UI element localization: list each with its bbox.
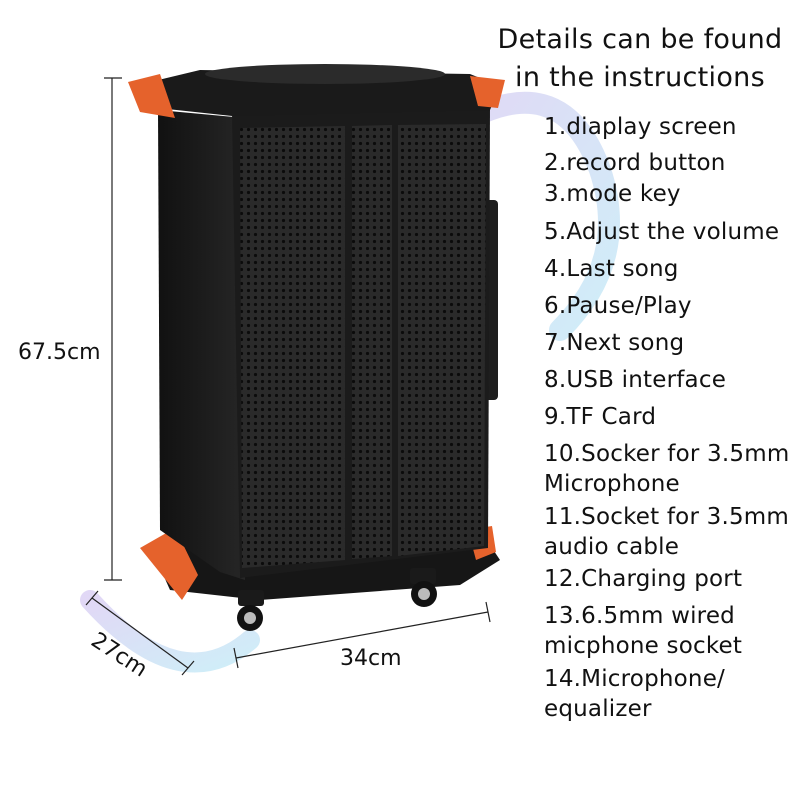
feature-item: 5.Adjust the volume [544, 219, 780, 245]
depth-dimension-line [85, 590, 195, 676]
top-right-handle-bumper [470, 76, 505, 108]
width-dimension-line [233, 601, 491, 669]
feature-item: 4.Last song [544, 256, 679, 282]
height-dimension-line [104, 77, 122, 581]
feature-item: 11.Socket for 3.5mm [544, 504, 789, 530]
feature-item: audio cable [544, 534, 680, 560]
feature-item: Microphone [544, 471, 680, 497]
feature-item: 1.diaplay screen [544, 114, 737, 140]
feature-item: equalizer [544, 696, 652, 722]
feature-item: 2.record button [544, 150, 726, 176]
top-left-handle-bumper [128, 74, 175, 118]
speaker-top [128, 64, 505, 118]
feature-item: micphone socket [544, 633, 743, 659]
heading-line-2: in the instructions [515, 62, 765, 93]
wheel-front-left [237, 590, 264, 631]
feature-item: 8.USB interface [544, 367, 727, 393]
height-dimension-label: 67.5cm [18, 340, 101, 365]
watermark [80, 91, 620, 673]
feature-item: 13.6.5mm wired [544, 603, 735, 629]
heading-line-1: Details can be found [497, 24, 783, 55]
grille-left [240, 126, 345, 568]
feature-item: 6.Pause/Play [544, 293, 692, 319]
grille-center [352, 125, 392, 559]
feature-item: 3.mode key [544, 181, 681, 207]
width-dimension-label: 34cm [340, 646, 402, 671]
wheel-front-right [410, 568, 437, 607]
feature-item: 9.TF Card [544, 404, 657, 430]
feature-item: 12.Charging port [544, 566, 743, 592]
feature-item: 14.Microphone/ [544, 666, 726, 692]
grille-right [398, 124, 486, 556]
feature-item: 10.Socker for 3.5mm [544, 441, 790, 467]
speaker-cabinet [158, 108, 490, 580]
feature-item: 7.Next song [544, 330, 685, 356]
